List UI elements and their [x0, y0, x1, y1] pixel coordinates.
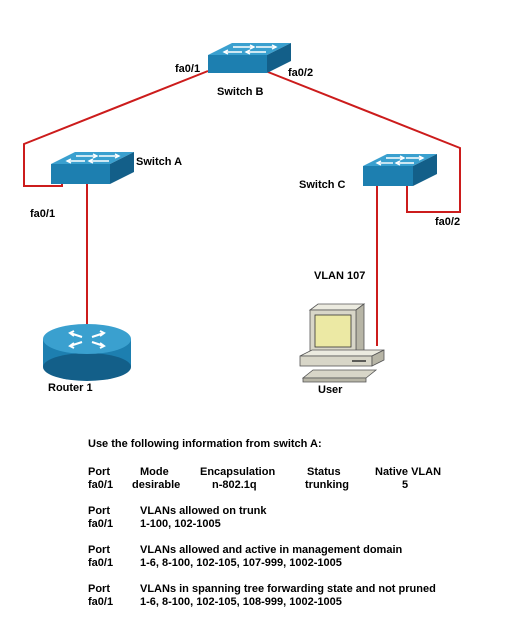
- table1-cell-mode: desirable: [132, 479, 181, 491]
- table4-cell-port: fa0/1: [88, 596, 114, 608]
- port-label-c-fa02: fa0/2: [435, 216, 461, 228]
- switch-b-label: Switch B: [217, 86, 264, 98]
- table2-cell-vlans: 1-100, 102-1005: [140, 518, 221, 530]
- table1-header-status: Status: [307, 466, 341, 478]
- table2-cell-port: fa0/1: [88, 518, 114, 530]
- switch-c-icon: [363, 154, 437, 186]
- user-pc-icon: [299, 303, 385, 383]
- table1-cell-status: trunking: [305, 479, 349, 491]
- switch-c-label: Switch C: [299, 179, 346, 191]
- info-intro: Use the following information from switc…: [88, 438, 322, 450]
- router-icon: [43, 324, 131, 381]
- table2-header-port: Port: [88, 505, 110, 517]
- table3-header-vlans: VLANs allowed and active in management d…: [140, 544, 403, 556]
- table4-header-port: Port: [88, 583, 110, 595]
- user-label: User: [318, 384, 343, 396]
- switch-b-icon: [208, 43, 291, 73]
- port-label-b-fa01: fa0/1: [175, 63, 201, 75]
- table1-header-mode: Mode: [140, 466, 169, 478]
- table1-header-encapsulation: Encapsulation: [200, 466, 276, 478]
- switch-a-icon: [51, 152, 134, 184]
- port-label-a-fa01: fa0/1: [30, 208, 56, 220]
- table1-cell-encapsulation: n-802.1q: [212, 479, 257, 491]
- table1-cell-port: fa0/1: [88, 479, 114, 491]
- table3-cell-vlans: 1-6, 8-100, 102-105, 107-999, 1002-1005: [140, 557, 342, 569]
- link-b-to-c: [267, 71, 461, 213]
- vlan-label: VLAN 107: [314, 270, 366, 282]
- table1-header-port: Port: [88, 466, 110, 478]
- table4-header-vlans: VLANs in spanning tree forwarding state …: [140, 583, 436, 595]
- router-label: Router 1: [48, 382, 93, 394]
- switch-a-label: Switch A: [136, 156, 183, 168]
- table1-header-native-vlan: Native VLAN: [375, 466, 442, 478]
- table4-cell-vlans: 1-6, 8-100, 102-105, 108-999, 1002-1005: [140, 596, 342, 608]
- table3-cell-port: fa0/1: [88, 557, 114, 569]
- table2-header-vlans: VLANs allowed on trunk: [140, 505, 267, 517]
- table3-header-port: Port: [88, 544, 110, 556]
- table1-cell-native-vlan: 5: [402, 479, 409, 491]
- port-label-b-fa02: fa0/2: [288, 67, 314, 79]
